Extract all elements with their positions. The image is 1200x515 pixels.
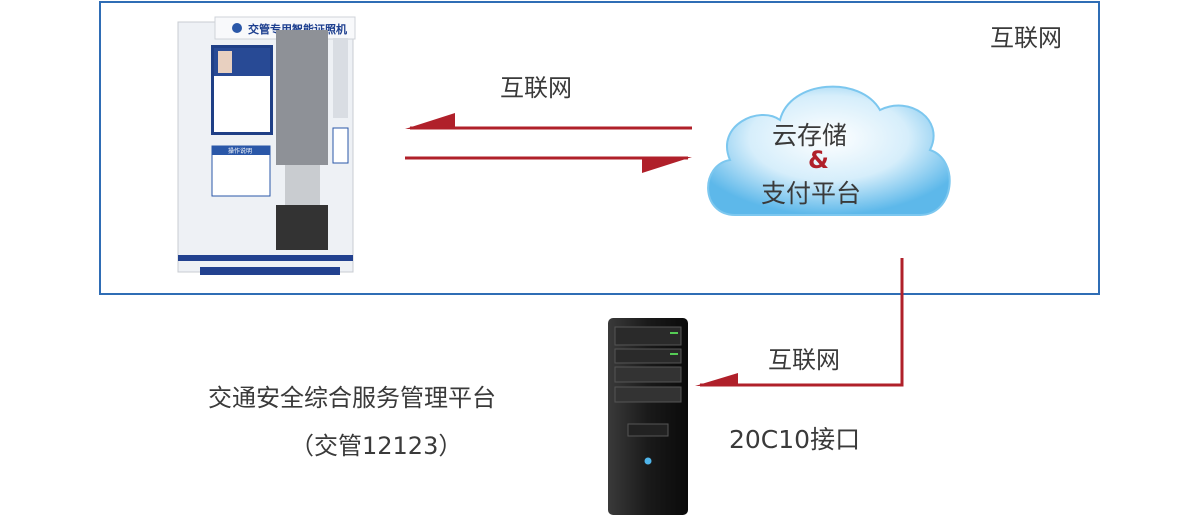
server-tower-icon <box>608 318 688 515</box>
cloud-label-payment: 支付平台 <box>761 179 862 208</box>
cloud-label-and: & <box>808 146 829 174</box>
photo-kiosk-image: 交管专用智能证照机 操作说明 <box>177 16 356 275</box>
arrow-cloud-to-server <box>695 258 904 387</box>
internet-region-frame <box>99 1 1100 295</box>
arrow-cloud-to-kiosk <box>405 113 692 130</box>
region-label: 互联网 <box>990 24 1062 52</box>
arrow-top-label: 互联网 <box>500 74 572 102</box>
cloud-icon <box>707 85 951 216</box>
platform-name: 交通安全综合服务管理平台 <box>208 384 496 412</box>
kiosk-steps-title: 操作说明 <box>228 147 252 155</box>
cloud-label-storage: 云存储 <box>772 121 848 150</box>
arrow-kiosk-to-cloud <box>405 156 692 173</box>
platform-short-name: （交管12123） <box>290 432 463 460</box>
server-arrow-label: 互联网 <box>768 346 840 374</box>
interface-label: 20C10接口 <box>729 425 861 454</box>
